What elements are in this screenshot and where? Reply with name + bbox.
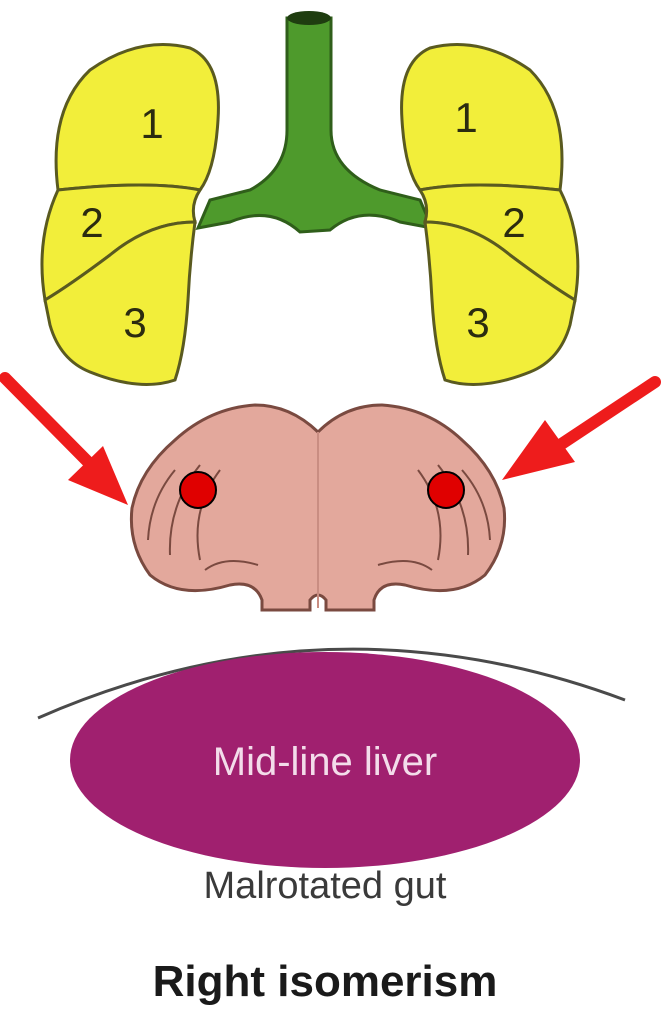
right-marker-dot (428, 472, 464, 508)
right-arrow (502, 382, 655, 480)
left-lung-lobe-1-label: 1 (140, 100, 163, 147)
left-lung-lobe-2-label: 2 (80, 199, 103, 246)
liver-label: Mid-line liver (213, 740, 438, 784)
right-lung-lobe-2-label: 2 (502, 199, 525, 246)
trachea-opening (287, 11, 331, 25)
airway-tree (198, 11, 432, 232)
right-lung-lobe-1 (402, 44, 562, 190)
right-lung-lobe-1-label: 1 (454, 94, 477, 141)
left-lung-lobe-3-label: 3 (123, 299, 146, 346)
gut-label: Malrotated gut (204, 865, 447, 907)
right-lung: 1 2 3 (402, 44, 578, 384)
left-arrow (5, 378, 128, 505)
left-marker-dot (180, 472, 216, 508)
right-lung-lobe-3-label: 3 (466, 299, 489, 346)
trachea (198, 18, 432, 232)
diagram-title: Right isomerism (153, 957, 498, 1006)
left-lung-lobe-1 (56, 44, 218, 190)
left-lung: 1 2 3 (42, 44, 218, 384)
